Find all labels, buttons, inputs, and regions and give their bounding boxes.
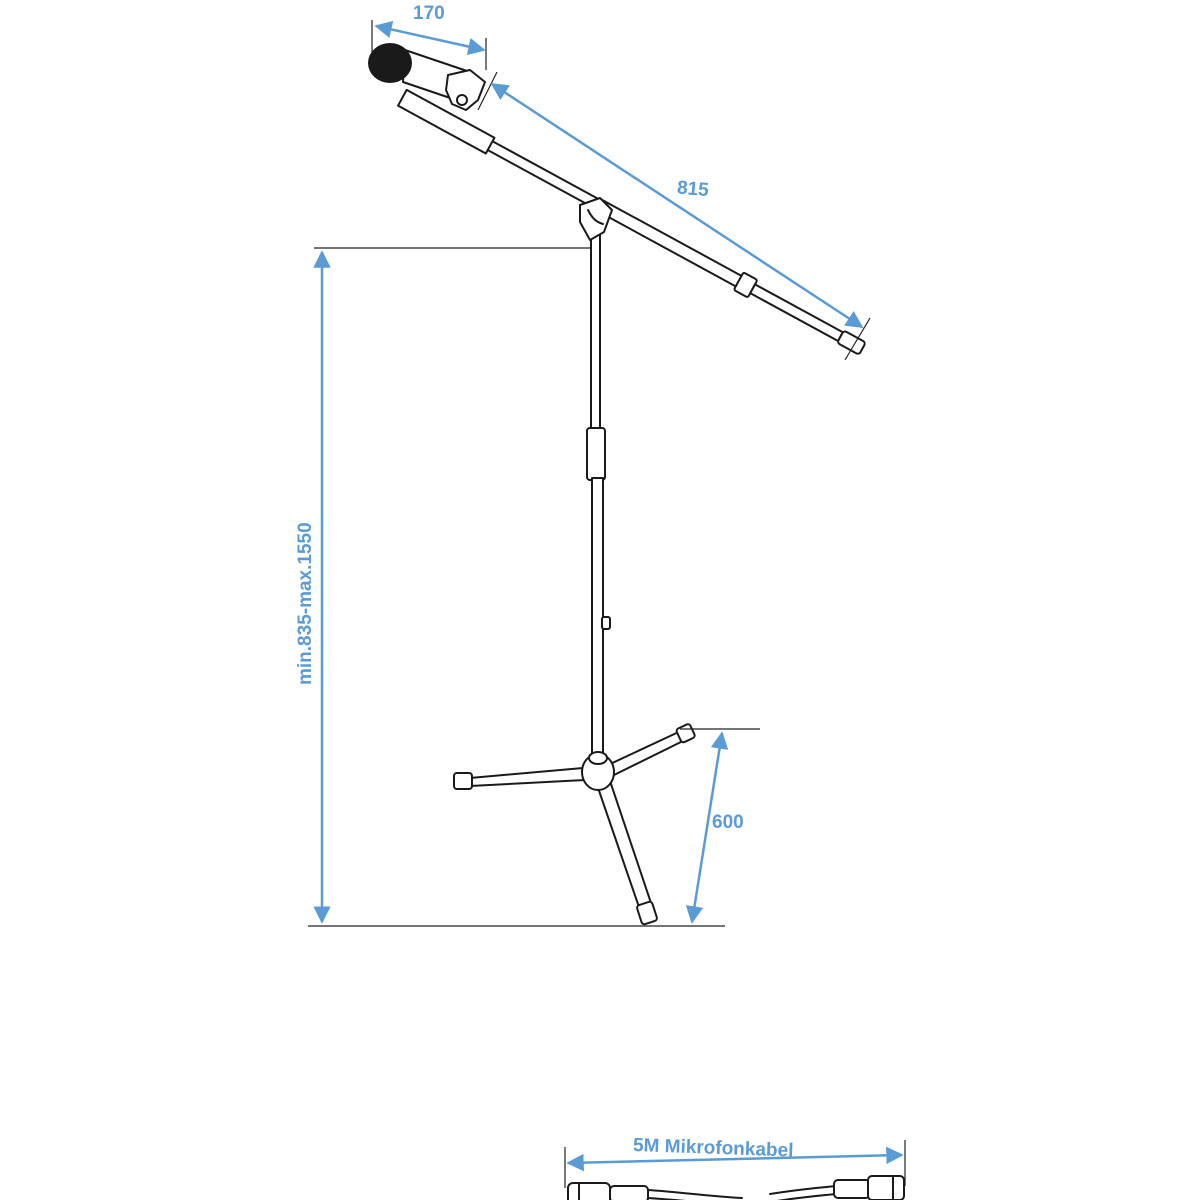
- dimension-lines: [313, 20, 864, 924]
- boom-tip: [397, 88, 496, 155]
- label-mic-length: 170: [413, 3, 445, 24]
- foot-front: [636, 900, 658, 926]
- label-stand-height: min.835-max.1550: [295, 522, 316, 685]
- microphone-stand: [368, 43, 866, 926]
- height-clamp: [586, 427, 606, 481]
- xlr-connector-male: [769, 1175, 905, 1200]
- microphone-cable: 5M Mikrofonkabel: [564, 1135, 906, 1200]
- xlr-connector-female: [567, 1182, 743, 1200]
- tripod-hub-top: [588, 751, 608, 765]
- label-cable: 5M Mikrofonkabel: [633, 1135, 794, 1162]
- tripod-leg-front: [595, 777, 653, 911]
- tripod-leg-right: [607, 729, 688, 777]
- boom-joint: [579, 197, 613, 241]
- upper-pole: [590, 234, 601, 431]
- label-tripod-height: 600: [712, 812, 744, 833]
- extension-lines: [308, 20, 871, 927]
- foot-left: [453, 772, 473, 790]
- dim-tripod-height: [685, 731, 729, 924]
- dim-cable-length: [566, 1146, 904, 1172]
- dim-mic-length: [374, 20, 486, 56]
- lower-knob: [601, 616, 611, 630]
- dim-boom-length: [490, 82, 864, 329]
- label-boom-length: 815: [676, 177, 710, 201]
- tripod-leg-left: [469, 767, 586, 787]
- mic-clip: [445, 69, 486, 111]
- boom-arm: [397, 88, 866, 355]
